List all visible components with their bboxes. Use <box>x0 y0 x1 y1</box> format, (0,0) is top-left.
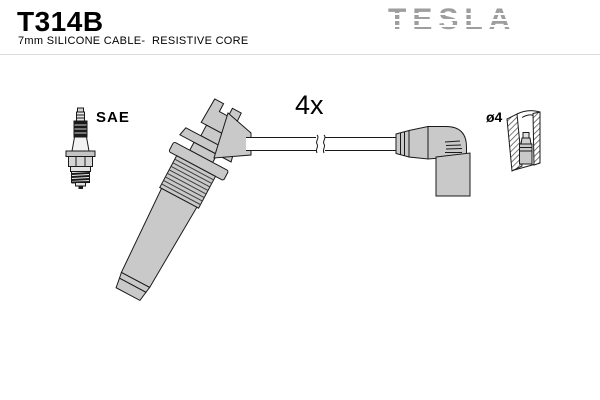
ignition-cable <box>246 134 397 154</box>
spark-plug-icon <box>65 107 96 189</box>
header-separator <box>0 54 600 55</box>
product-subtitle: 7mm SILICONE CABLE- RESISTIVE CORE <box>18 35 249 47</box>
cable-junction-wedge <box>213 112 252 159</box>
coil-boot-icon <box>115 98 252 302</box>
logo-stripe <box>386 19 510 21</box>
terminal-cross-section-icon <box>506 110 541 172</box>
terminal-diameter-label: ø4 <box>486 109 503 125</box>
spark-plug-label: SAE <box>96 109 130 126</box>
elbow-boot-icon <box>395 125 471 197</box>
logo-stripe <box>386 13 510 15</box>
part-number: T314B <box>17 6 104 37</box>
cable-break-mark <box>315 134 326 154</box>
logo-stripe <box>386 25 510 27</box>
quantity-label: 4x <box>295 90 324 120</box>
